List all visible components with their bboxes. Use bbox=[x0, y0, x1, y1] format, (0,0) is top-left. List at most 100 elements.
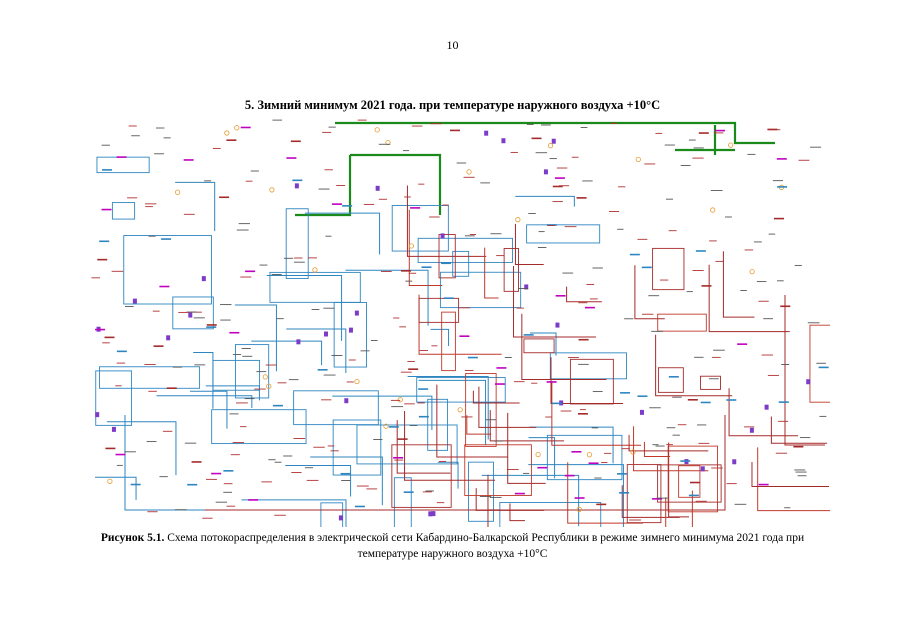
line-330kv bbox=[99, 366, 201, 389]
line-330kv bbox=[172, 296, 214, 330]
node-marker bbox=[586, 452, 593, 458]
line-330kv bbox=[211, 409, 307, 445]
node-marker bbox=[524, 284, 529, 290]
node-marker bbox=[374, 127, 380, 133]
line-330kv bbox=[193, 352, 214, 409]
line-330kv bbox=[95, 370, 133, 426]
line-330kv bbox=[333, 302, 367, 368]
line-330kv bbox=[549, 352, 627, 380]
node-marker bbox=[547, 143, 554, 149]
figure-caption-text: Схема потокораспределения в электрическо… bbox=[164, 532, 805, 560]
line-330kv bbox=[156, 395, 253, 408]
node-marker bbox=[457, 407, 463, 413]
line-110kv bbox=[514, 223, 544, 265]
line-330kv bbox=[269, 271, 361, 303]
line-330kv bbox=[251, 340, 323, 366]
node-marker bbox=[234, 125, 240, 131]
line-110kv bbox=[691, 490, 693, 527]
line-110kv bbox=[728, 388, 798, 437]
line-110kv bbox=[464, 444, 532, 496]
node-marker bbox=[375, 185, 380, 191]
line-110kv bbox=[784, 295, 825, 446]
figure-caption-label: Рисунок 5.1. bbox=[100, 532, 165, 544]
line-500kv bbox=[295, 155, 352, 217]
page-number: 10 bbox=[446, 38, 459, 52]
node-marker bbox=[535, 451, 541, 458]
line-110kv bbox=[441, 311, 456, 372]
line-110kv bbox=[700, 375, 721, 390]
line-500kv bbox=[350, 153, 442, 215]
line-330kv bbox=[293, 390, 379, 426]
line-330kv bbox=[452, 250, 470, 277]
line-500kv bbox=[675, 125, 735, 155]
line-110kv bbox=[567, 462, 643, 524]
line-110kv bbox=[809, 324, 830, 403]
line-110kv bbox=[757, 447, 830, 512]
line-330kv bbox=[393, 477, 412, 527]
line-330kv bbox=[266, 274, 343, 341]
line-330kv bbox=[416, 377, 506, 403]
line-330kv bbox=[345, 269, 429, 326]
line-110kv bbox=[438, 234, 456, 279]
line-330kv bbox=[285, 208, 309, 279]
line-110kv bbox=[708, 264, 790, 333]
node-marker bbox=[348, 327, 353, 333]
line-110kv bbox=[628, 434, 709, 452]
node-marker bbox=[354, 310, 359, 316]
node-marker bbox=[728, 142, 734, 148]
line-110kv bbox=[751, 461, 830, 487]
node-marker bbox=[397, 397, 403, 403]
line-110kv bbox=[665, 497, 667, 527]
line-330kv bbox=[417, 237, 513, 263]
power-flow-diagram bbox=[91, 119, 830, 527]
line-330kv bbox=[95, 476, 137, 500]
line-110kv bbox=[668, 442, 690, 518]
node-marker bbox=[764, 404, 769, 410]
node-marker bbox=[440, 233, 445, 239]
node-marker bbox=[201, 276, 206, 282]
node-marker bbox=[344, 398, 349, 404]
line-110kv bbox=[633, 426, 709, 472]
node-marker bbox=[700, 466, 705, 472]
diagram-nodes bbox=[91, 119, 829, 521]
node-marker bbox=[354, 378, 360, 385]
node-marker bbox=[266, 383, 272, 389]
line-330kv bbox=[530, 332, 557, 356]
line-330kv bbox=[439, 271, 522, 309]
line-330kv bbox=[468, 461, 494, 522]
line-330kv bbox=[190, 390, 228, 429]
node-marker bbox=[732, 459, 737, 465]
line-110kv bbox=[503, 247, 519, 292]
line-110kv bbox=[626, 464, 662, 524]
line-330kv bbox=[515, 195, 575, 207]
line-330kv bbox=[499, 502, 602, 527]
line-330kv bbox=[430, 328, 450, 346]
line-110kv bbox=[507, 412, 546, 484]
line-110kv bbox=[657, 464, 722, 503]
line-330kv bbox=[175, 181, 216, 232]
line-110kv bbox=[569, 358, 614, 405]
line-110kv bbox=[657, 313, 707, 332]
line-110kv bbox=[523, 338, 555, 354]
node-marker bbox=[294, 183, 299, 189]
node-marker bbox=[269, 187, 275, 193]
line-330kv bbox=[391, 205, 449, 252]
node-marker bbox=[107, 478, 113, 484]
node-marker bbox=[710, 207, 716, 213]
line-330kv bbox=[304, 212, 381, 255]
line-330kv bbox=[106, 421, 177, 476]
line-330kv bbox=[418, 379, 487, 446]
line-110kv bbox=[621, 485, 680, 518]
line-330kv bbox=[235, 344, 270, 399]
line-110kv bbox=[667, 445, 718, 513]
line-330kv bbox=[234, 304, 277, 372]
line-330kv bbox=[546, 434, 623, 481]
node-marker bbox=[383, 423, 389, 429]
node-marker bbox=[408, 243, 415, 249]
node-marker bbox=[749, 269, 755, 275]
node-marker bbox=[224, 130, 230, 136]
node-marker bbox=[166, 335, 171, 341]
line-110kv bbox=[404, 411, 496, 481]
line-330kv bbox=[286, 328, 347, 373]
line-330kv bbox=[241, 499, 347, 527]
